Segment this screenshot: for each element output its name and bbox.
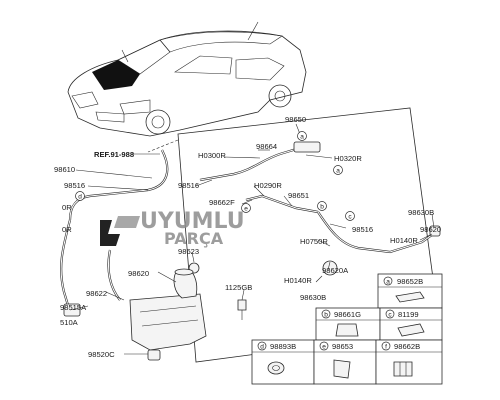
- label-1125gb: 1125GB: [225, 283, 252, 292]
- legend-part-a: 98652B: [397, 277, 423, 286]
- label-h0140r-right: H0140R: [390, 236, 418, 245]
- label-98620-right: 98620: [420, 225, 441, 234]
- connector-icon-e: [333, 359, 351, 379]
- label-h0320r: H0320R: [334, 154, 362, 163]
- washer-hoses: [60, 146, 437, 313]
- label-h0300r: H0300R: [198, 151, 226, 160]
- bolt-part-1125gb: [237, 299, 247, 311]
- label-h0140r: H0140R: [284, 276, 312, 285]
- label-0r-lower: 0R: [62, 225, 72, 234]
- label-0r: 0R: [62, 203, 72, 212]
- part-labels: 98650 98664 H0300R H0320R REF.91-988 986…: [54, 115, 441, 359]
- washer-nozzle-part: [293, 141, 321, 153]
- label-98662f: 98662F: [209, 198, 235, 207]
- label-510a: 510A: [60, 318, 79, 327]
- label-98630b: 98630B: [300, 293, 326, 302]
- label-98620: 98620: [128, 269, 149, 278]
- legend-letter-a: a: [386, 278, 390, 285]
- label-98623: 98623: [178, 247, 199, 256]
- clip-icon-b: [335, 323, 359, 337]
- label-ref-91-988: REF.91-988: [94, 150, 134, 159]
- clip-icon-c: [397, 323, 425, 337]
- callout-b: b: [317, 201, 327, 211]
- label-98620a: 98620A: [322, 266, 349, 275]
- legend-letter-e: e: [322, 343, 326, 350]
- parts-legend: a 98652B b 98661G c 81199 d 98893B e 986…: [251, 273, 443, 385]
- callout-a-top: a: [297, 131, 307, 141]
- grommet-icon-d: [267, 361, 285, 375]
- label-98520c: 98520C: [88, 350, 115, 359]
- legend-part-b: 98661G: [334, 310, 361, 319]
- legend-part-e: 98653: [332, 342, 353, 351]
- callout-a-right: a: [333, 165, 343, 175]
- label-98651: 98651: [288, 191, 309, 200]
- label-98650: 98650: [285, 115, 306, 124]
- label-98622: 98622: [86, 289, 107, 298]
- callout-letter: e: [244, 205, 248, 212]
- clip-icon-a: [395, 291, 425, 303]
- clip-icon-f: [393, 361, 413, 377]
- watermark-emblem: [100, 220, 120, 246]
- watermark-text-1: UYUMLU: [140, 209, 245, 234]
- callout-letter: c: [348, 213, 352, 220]
- label-98610: 98610: [54, 165, 75, 174]
- label-h0750r: H0750R: [300, 237, 328, 246]
- label-98516-right: 98516: [352, 225, 373, 234]
- label-h0290r: H0290R: [254, 181, 282, 190]
- callout-d: d: [75, 191, 85, 201]
- watermark-logo: UYUMLU PARÇA: [100, 209, 245, 248]
- callout-e: e: [241, 203, 251, 213]
- label-98515a: 98515A: [60, 303, 87, 312]
- grommet-part: [322, 260, 338, 276]
- callout-letter: a: [300, 133, 304, 140]
- callout-letter: b: [320, 203, 324, 210]
- callout-letter: a: [336, 167, 340, 174]
- callout-c: c: [345, 211, 355, 221]
- rear-nozzle-part: [429, 225, 441, 237]
- legend-letter-d: d: [260, 343, 264, 350]
- legend-part-c: 81199: [398, 310, 419, 319]
- label-98664: 98664: [256, 142, 277, 151]
- car-illustration: [67, 21, 307, 137]
- callout-letter: d: [78, 193, 82, 200]
- label-98516-left: 98516: [64, 181, 85, 190]
- label-98630b-right: 98630B: [408, 208, 434, 217]
- legend-letter-b: b: [324, 311, 328, 318]
- washer-reservoir: [63, 268, 207, 361]
- leader-lines: [69, 123, 435, 355]
- label-98516-center: 98516: [178, 181, 199, 190]
- legend-part-f: 98662B: [394, 342, 420, 351]
- legend-part-d: 98893B: [270, 342, 296, 351]
- legend-letter-f: f: [385, 343, 387, 350]
- legend-letter-c: c: [388, 311, 392, 318]
- watermark-text-2: PARÇA: [164, 229, 224, 248]
